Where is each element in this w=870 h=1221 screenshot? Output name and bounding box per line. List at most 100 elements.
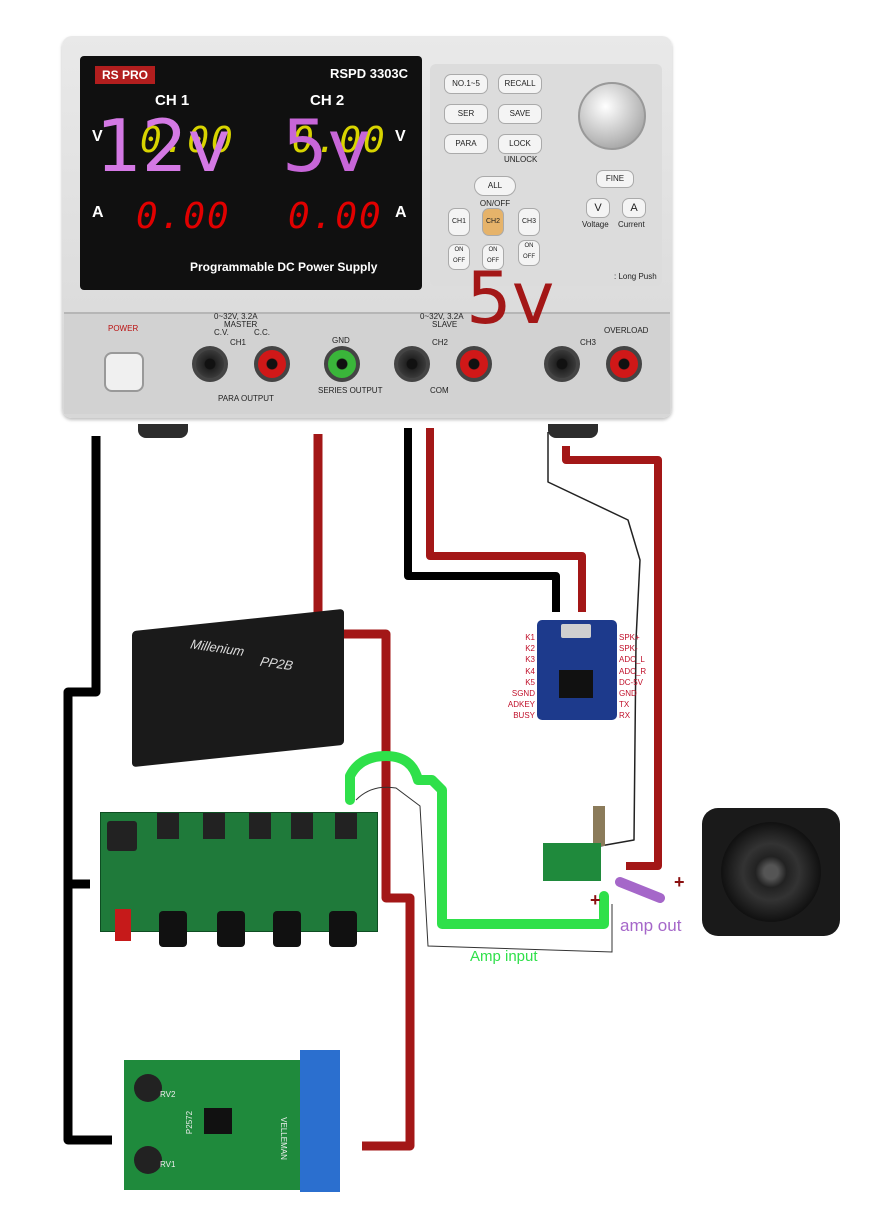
amp-input-label: Amp input xyxy=(470,948,538,965)
mp3-pins-right: SPK+ SPK- ADC_L ADC_R DC-5V GND TX RX xyxy=(619,632,646,722)
save-button[interactable]: SAVE xyxy=(498,104,542,124)
board-code-label: P2572 xyxy=(185,1110,195,1135)
ch2-current-display: 0.00 xyxy=(288,196,383,237)
voltage-button[interactable]: V xyxy=(586,198,610,218)
power-switch[interactable] xyxy=(104,352,144,392)
pin-label: TX xyxy=(619,700,630,710)
amplifier-board xyxy=(543,843,601,881)
ch2-voltage-display: 0.00 xyxy=(292,120,387,161)
ch2-jack-label: CH2 xyxy=(432,338,449,347)
ch3-positive-jack[interactable] xyxy=(606,346,642,382)
speaker xyxy=(702,808,840,936)
amp-volume-pot[interactable] xyxy=(593,806,605,846)
amp-input-outline xyxy=(355,786,613,953)
ch2-label: CH 2 xyxy=(310,92,345,109)
gnd-jack[interactable] xyxy=(324,346,360,382)
amp-unit-right: A xyxy=(395,204,407,221)
ser-button[interactable]: SER xyxy=(444,104,488,124)
brand-logo: RS PRO xyxy=(95,66,155,84)
volume-knob[interactable] xyxy=(159,911,187,947)
power-label: POWER xyxy=(108,324,139,333)
ic-chip xyxy=(204,1108,232,1134)
pin-label: ADC_R xyxy=(619,666,647,676)
ch2-select-button[interactable]: CH2 xyxy=(482,208,504,236)
ch3-amp-wires xyxy=(547,432,662,870)
volt-unit-left: V xyxy=(92,128,103,145)
pin-label: SPK- xyxy=(619,644,638,654)
ch2-voltage-annotation: 5v xyxy=(282,104,371,188)
ch1-positive-jack[interactable] xyxy=(254,346,290,382)
ch1-negative-jack[interactable] xyxy=(192,346,228,382)
lock-button[interactable]: LOCK xyxy=(498,134,542,154)
current-label: Current xyxy=(618,220,645,229)
red-12v-wire xyxy=(313,434,415,1151)
preamp-pcb: RV2 RV1 P2572 VELLEMAN xyxy=(124,1060,300,1190)
amp-unit-left: A xyxy=(92,204,104,221)
mixer-pcb xyxy=(100,812,378,947)
audio-jack xyxy=(291,813,313,839)
trimmer-rv1[interactable] xyxy=(134,1146,162,1174)
amp-input-plus-marker: + xyxy=(590,890,601,910)
on-text: ON xyxy=(488,247,498,253)
mp3-pins-left: K1 K2 K3 K4 K5 SGND ADKEY BUSY xyxy=(505,632,535,722)
pin-label: K3 xyxy=(525,655,535,665)
rv2-label: RV2 xyxy=(160,1090,176,1099)
mp3-chip xyxy=(559,670,593,698)
maker-label: VELLEMAN xyxy=(278,1117,288,1160)
off-text: OFF xyxy=(523,254,535,260)
ch1-current-display: 0.00 xyxy=(136,196,231,237)
volume-knob[interactable] xyxy=(217,911,245,947)
ch1-label: CH 1 xyxy=(155,92,190,109)
ch3-select-button[interactable]: CH3 xyxy=(518,208,540,236)
ch2-onoff-button[interactable]: ON OFF xyxy=(482,244,504,270)
long-push-note: : Long Push xyxy=(614,272,657,281)
off-text: OFF xyxy=(487,258,499,264)
dc-jack xyxy=(107,821,137,851)
pin-label: ADC_L xyxy=(619,655,645,665)
slave-label: SLAVE xyxy=(432,320,458,329)
current-button[interactable]: A xyxy=(622,198,646,218)
ch1-jack-label: CH1 xyxy=(230,338,247,347)
mixer-brand: Millenium xyxy=(189,636,246,659)
volt-unit-right: V xyxy=(395,128,406,145)
ch1-select-button[interactable]: CH1 xyxy=(448,208,470,236)
volume-knob[interactable] xyxy=(329,911,357,947)
audio-jack xyxy=(157,813,179,839)
ch2-positive-jack[interactable] xyxy=(456,346,492,382)
pin-label: BUSY xyxy=(513,711,535,721)
ch1-voltage-annotation: 12v xyxy=(96,104,231,188)
ch3-onoff-button[interactable]: ON OFF xyxy=(518,240,540,266)
pin-label: RX xyxy=(619,711,631,721)
volume-knob[interactable] xyxy=(273,911,301,947)
trimmer-rv2[interactable] xyxy=(134,1074,162,1102)
ch3-negative-jack[interactable] xyxy=(544,346,580,382)
gnd-label: GND xyxy=(332,336,350,345)
adjust-knob[interactable] xyxy=(578,82,646,150)
pin-label: K4 xyxy=(525,666,535,676)
pin-label: SPK+ xyxy=(619,633,640,642)
unlock-label: UNLOCK xyxy=(504,155,538,164)
fine-button[interactable]: FINE xyxy=(596,170,634,188)
pin-label: ADKEY xyxy=(507,700,535,710)
audio-jack xyxy=(203,813,225,839)
para-button[interactable]: PARA xyxy=(444,134,488,154)
pin-label: GND xyxy=(619,689,637,699)
cv-label: C.V. xyxy=(214,328,229,337)
ch3-jack-label: CH3 xyxy=(580,338,597,347)
red-terminal xyxy=(115,909,131,941)
mixer-model: PP2B xyxy=(258,653,295,674)
overload-label: OVERLOAD xyxy=(604,326,649,335)
pin-label: K1 xyxy=(525,633,535,642)
ch2-negative-jack[interactable] xyxy=(394,346,430,382)
psu-foot-right xyxy=(548,424,598,438)
pin-label: K5 xyxy=(525,677,535,687)
recall-button[interactable]: RECALL xyxy=(498,74,542,94)
all-onoff-button[interactable]: ALL ON/OFF xyxy=(474,176,516,208)
usb-port xyxy=(561,624,591,638)
master-label: MASTER xyxy=(224,320,258,329)
no15-button[interactable]: NO.1~5 xyxy=(444,74,488,94)
on-text: ON xyxy=(524,243,534,249)
rv1-label: RV1 xyxy=(160,1160,176,1169)
